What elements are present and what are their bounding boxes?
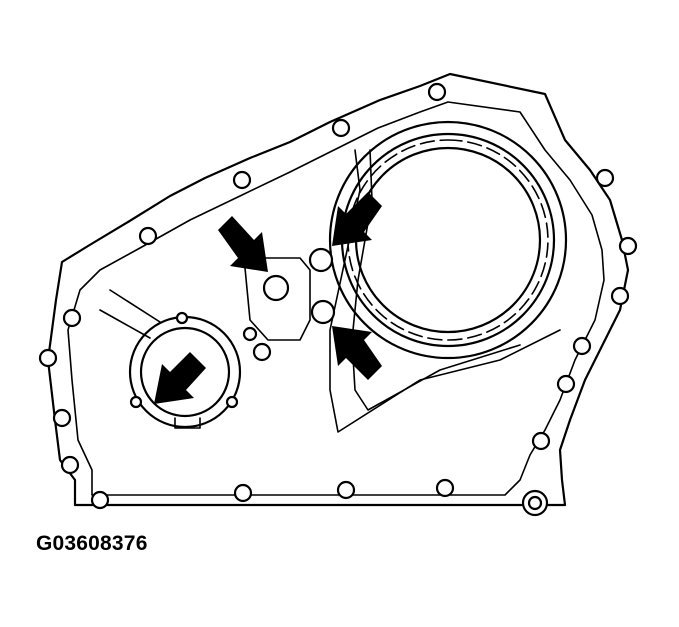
bolt-hole [52, 408, 72, 428]
bolt-hole [138, 226, 158, 246]
bolt-hole [38, 348, 58, 368]
oil-channel-inner [351, 149, 521, 411]
bolt-hole [531, 431, 551, 451]
bolt-hole [435, 478, 455, 498]
arrow-lower-right [332, 326, 382, 380]
bolt-hole [62, 308, 82, 328]
bolt-hole [331, 118, 351, 138]
bolt-hole [90, 490, 110, 510]
port-housing [244, 257, 311, 341]
small-bore-slot [174, 417, 201, 429]
pointer-arrows [154, 192, 382, 404]
bore-middle-ring [340, 132, 556, 348]
bolt-hole [572, 336, 592, 356]
port-boss [242, 326, 258, 342]
bolt-hole [427, 82, 447, 102]
bore-outer-ring [328, 120, 568, 360]
small-bore-lug [175, 311, 189, 325]
bolt-hole [618, 236, 638, 256]
small-bore-leader [109, 289, 161, 323]
bolt-hole [60, 455, 80, 475]
center-ports [242, 247, 336, 362]
small-bore-inner [139, 326, 231, 418]
arrow-upper-left [218, 216, 268, 272]
oil-port-lower-right [310, 299, 336, 325]
bore-teeth [347, 139, 549, 341]
bolt-holes [38, 82, 638, 517]
case-inner-outline [67, 101, 605, 496]
small-bore-leader [99, 309, 151, 339]
small-bore [99, 289, 242, 429]
bolt-hole [232, 170, 252, 190]
figure-reference-code: G03608376 [36, 532, 148, 555]
arrow-upper-right [332, 192, 382, 246]
oil-port-upper-right [308, 247, 334, 273]
bolt-hole [527, 495, 543, 511]
arrow-small-bore [154, 352, 206, 404]
small-bore-lug [225, 395, 239, 409]
case-outer-outline [46, 72, 630, 507]
oil-port-left [262, 274, 290, 302]
bolt-hole [610, 286, 630, 306]
small-bore-lug [129, 395, 143, 409]
bolt-hole [336, 480, 356, 500]
bolt-hole [233, 483, 253, 503]
bore-inner-ring [354, 146, 542, 334]
bolt-hole [595, 168, 615, 188]
port-boss [252, 342, 272, 362]
bolt-hole [556, 374, 576, 394]
